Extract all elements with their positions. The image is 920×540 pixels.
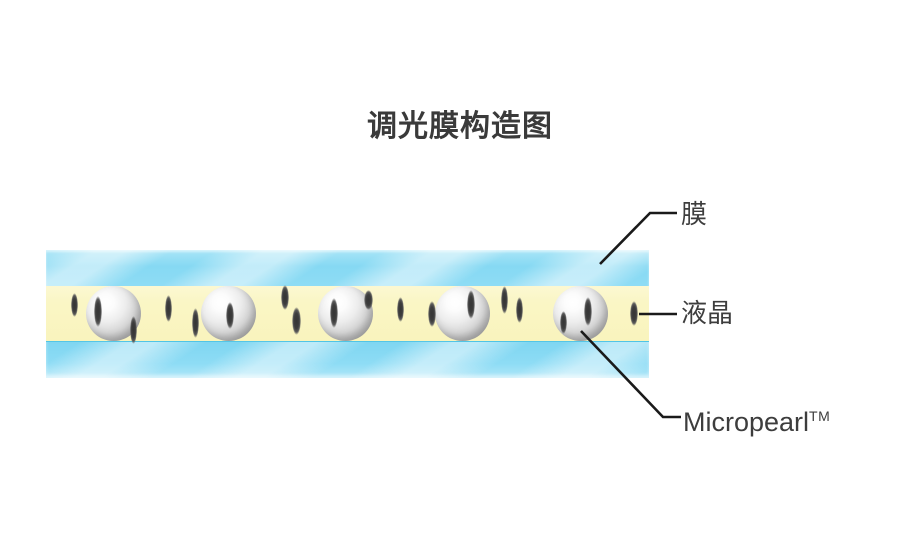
film-layer-top: [46, 250, 649, 286]
label-film: 膜: [681, 199, 708, 229]
film-layer-bottom: [46, 341, 649, 378]
micropearl-text: Micropearl: [683, 407, 810, 437]
micropearl-sphere: [317, 285, 373, 341]
lc-droplet: [428, 301, 436, 327]
lc-droplet: [191, 308, 199, 338]
diagram-title: 调光膜构造图: [367, 110, 553, 143]
label-liquid-crystal: 液晶: [681, 298, 734, 328]
lc-droplet: [515, 297, 523, 323]
micropearl-tm-superscript: TM: [809, 408, 831, 424]
lc-droplet: [584, 296, 592, 326]
label-micropearl: MicropearlTM: [683, 401, 830, 437]
lc-droplet: [363, 290, 373, 310]
lc-droplet: [330, 298, 338, 328]
lc-droplet: [500, 286, 508, 314]
lc-droplet: [630, 300, 638, 326]
lc-droplet: [467, 289, 475, 319]
lc-droplet: [226, 301, 234, 329]
lc-droplet: [129, 316, 137, 344]
lc-droplet: [94, 295, 102, 327]
lc-droplet: [164, 294, 172, 322]
lc-droplet: [559, 310, 567, 334]
lc-droplet: [70, 293, 78, 317]
lc-droplet: [396, 296, 404, 322]
micropearl-sphere: [434, 285, 490, 341]
lc-droplet: [281, 284, 289, 310]
film-structure: [46, 250, 649, 378]
lc-droplet: [291, 307, 301, 335]
